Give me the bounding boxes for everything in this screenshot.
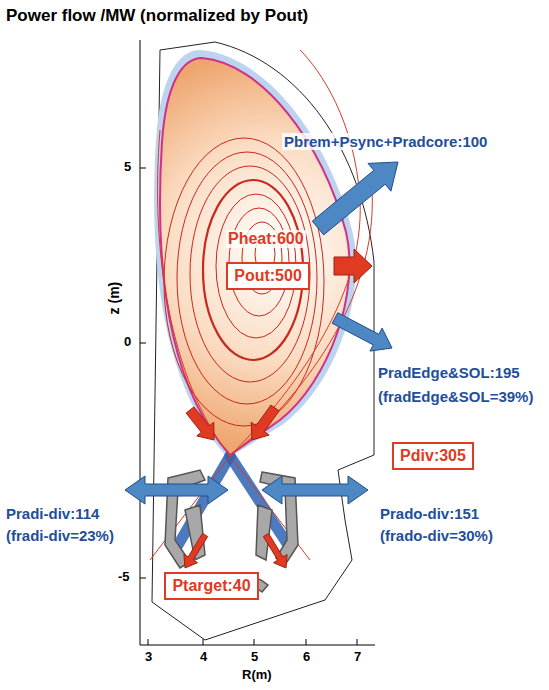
power-label: (fradi-div=23%)	[4, 527, 116, 544]
inner-leg	[178, 456, 230, 545]
power-box: Ptarget:40	[164, 572, 259, 600]
power-box: Pdiv:305	[392, 442, 474, 470]
axis-tick-label: 4	[198, 650, 209, 665]
power-label: Pradi-div:114	[4, 505, 101, 522]
power-label: Pbrem+Psync+Pradcore:100	[282, 133, 489, 150]
power-label: PradEdge&SOL:195	[376, 364, 522, 381]
power-value: Pout:500	[234, 267, 302, 285]
power-label: (fradEdge&SOL=39%)	[376, 388, 535, 405]
axis-tick-label: 0	[122, 335, 133, 350]
power-label: Pheat:600	[226, 230, 306, 248]
axis-tick-label: -5	[116, 570, 132, 585]
power-value: Pdiv:305	[400, 447, 466, 465]
power-box: Pout:500	[226, 262, 310, 290]
axis-tick-label: 7	[352, 650, 363, 665]
flux-surfaces	[164, 138, 324, 426]
flow-arrow	[186, 407, 214, 440]
axis-title: z (m)	[106, 280, 122, 317]
power-value: Ptarget:40	[172, 577, 250, 595]
flow-arrow	[125, 476, 228, 504]
axis-tick-label: 5	[122, 160, 133, 175]
flow-arrow	[263, 533, 287, 568]
flow-arrow	[184, 533, 208, 568]
axis-tick-label: 6	[301, 650, 312, 665]
axis-tick-label: R(m)	[240, 668, 274, 683]
axis-frame	[140, 40, 375, 645]
flow-arrow	[312, 162, 398, 235]
flow-arrow	[262, 476, 368, 504]
flow-arrow	[251, 405, 279, 440]
axis-tick-label: 5	[249, 650, 260, 665]
power-label: Prado-div:151	[378, 505, 481, 522]
plasma	[160, 58, 349, 455]
flow-arrow	[334, 249, 372, 283]
power-arrows	[125, 162, 398, 568]
vessel-wall	[152, 42, 374, 640]
power-label: (frado-div=30%)	[378, 527, 495, 544]
flow-arrow	[332, 313, 392, 351]
axis-tick-label: 3	[143, 650, 154, 665]
diagram-title: Power flow /MW (normalized by Pout)	[6, 6, 308, 26]
sol-band	[154, 50, 356, 458]
